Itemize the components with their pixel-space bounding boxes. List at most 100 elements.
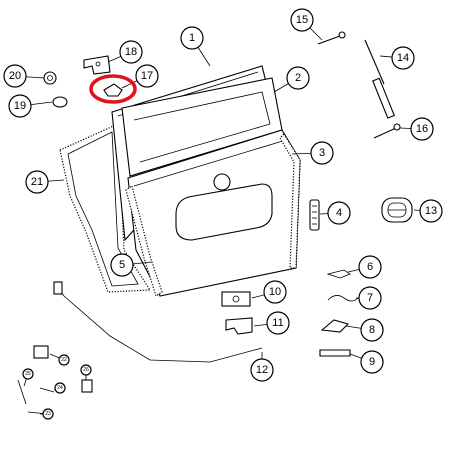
callout-label: 23 <box>45 411 51 417</box>
wire-bracket <box>327 295 359 302</box>
callout-26: 26 <box>80 364 92 376</box>
callout-circle <box>25 170 49 194</box>
gas-strut-cylinder <box>372 77 395 119</box>
callout-circle <box>286 66 310 90</box>
liftgate-body-top-edge <box>133 139 287 187</box>
callout-17: 17 <box>135 64 159 88</box>
gas-strut-rod <box>364 39 385 85</box>
callout-label: 3 <box>319 147 325 159</box>
inset-callout-layer: 22 23 24 25 26 <box>22 354 92 420</box>
callout-24: 24 <box>54 382 66 394</box>
callout-20: 20 <box>3 64 27 88</box>
reflector-part <box>309 199 320 231</box>
callout-circle <box>110 253 134 277</box>
callout-circle <box>80 364 92 376</box>
callout-circle <box>135 64 159 88</box>
weatherstrip-seal-inner <box>67 131 139 287</box>
callout-18: 18 <box>119 40 143 64</box>
callout-3: 3 <box>310 141 334 165</box>
callout-25: 25 <box>22 368 34 380</box>
callout-10: 10 <box>263 280 287 304</box>
callout-label: 25 <box>25 371 31 377</box>
callout-11: 11 <box>266 311 290 335</box>
callout-label: 2 <box>295 72 301 84</box>
latch-striker <box>320 319 350 333</box>
callout-label: 17 <box>141 70 153 82</box>
callout-circle <box>119 40 143 64</box>
callout-label: 10 <box>269 286 281 298</box>
callout-label: 19 <box>14 100 26 112</box>
handle-emblem <box>213 173 231 191</box>
callout-label: 14 <box>397 52 409 64</box>
callout-6: 6 <box>358 255 382 279</box>
callout-19: 19 <box>8 94 32 118</box>
callout-circle <box>250 358 274 382</box>
callout-label: 15 <box>296 14 308 26</box>
pin-part <box>317 35 341 45</box>
callout-label: 5 <box>119 259 125 271</box>
callout-label: 8 <box>369 324 375 336</box>
bumper-stop <box>103 83 123 97</box>
callout-label: 22 <box>61 357 67 363</box>
license-plate-recess <box>175 183 273 241</box>
nut-part <box>43 71 57 85</box>
callout-label: 1 <box>189 32 195 44</box>
callout-7: 7 <box>358 286 382 310</box>
callout-16: 16 <box>410 117 434 141</box>
callout-circle <box>42 408 54 420</box>
highlight-ring <box>89 74 137 104</box>
callout-9: 9 <box>360 350 384 374</box>
callout-circle <box>290 8 314 32</box>
callout-circle <box>358 255 382 279</box>
callout-circle <box>8 94 32 118</box>
callout-4: 4 <box>327 201 351 225</box>
callout-circle <box>419 199 443 223</box>
callout-circle <box>22 368 34 380</box>
callout-2: 2 <box>286 66 310 90</box>
trim-strip <box>319 349 351 357</box>
callout-circle <box>410 117 434 141</box>
detail-inset <box>17 345 93 415</box>
hinge-part <box>83 55 111 75</box>
callout-circle <box>360 350 384 374</box>
bolt-part <box>373 127 397 139</box>
latch-part <box>221 291 251 307</box>
callout-label: 24 <box>57 385 63 391</box>
callout-label: 18 <box>125 46 137 58</box>
callout-label: 4 <box>336 207 342 219</box>
liftgate-upper-panel-inner <box>133 91 271 163</box>
callout-5: 5 <box>110 253 134 277</box>
callout-circle <box>3 64 27 88</box>
callout-label: 16 <box>416 123 428 135</box>
callout-label: 21 <box>31 176 43 188</box>
clip-part <box>326 269 351 279</box>
callout-circle <box>180 26 204 50</box>
callout-circle <box>58 354 70 366</box>
callout-circle <box>310 141 334 165</box>
plug-part <box>52 96 68 108</box>
callout-circle <box>327 201 351 225</box>
callout-21: 21 <box>25 170 49 194</box>
callout-23: 23 <box>42 408 54 420</box>
callout-8: 8 <box>360 318 384 342</box>
callout-label: 9 <box>369 356 375 368</box>
lock-actuator <box>225 317 253 335</box>
callout-14: 14 <box>391 46 415 70</box>
callout-circle <box>358 286 382 310</box>
callout-label: 11 <box>272 317 283 329</box>
callout-22: 22 <box>58 354 70 366</box>
callout-circle <box>263 280 287 304</box>
release-cable <box>57 287 263 363</box>
callout-1: 1 <box>180 26 204 50</box>
callout-13: 13 <box>419 199 443 223</box>
callout-label: 13 <box>425 205 437 217</box>
side-seal-strip <box>279 133 301 269</box>
callout-circle <box>391 46 415 70</box>
lower-seal-strip <box>125 185 163 297</box>
callout-label: 12 <box>256 364 268 376</box>
callout-circle <box>266 311 290 335</box>
callout-label: 26 <box>83 367 89 373</box>
callout-15: 15 <box>290 8 314 32</box>
